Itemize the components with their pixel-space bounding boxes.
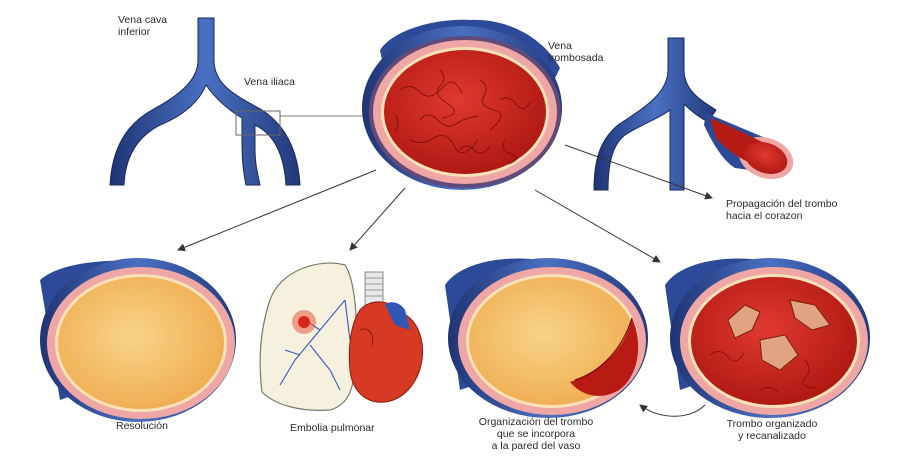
label-line: Vena cava bbox=[118, 14, 168, 26]
label-line: Resolución bbox=[116, 420, 168, 432]
label-organizado: Trombo organizado y recanalizado bbox=[712, 418, 832, 442]
arrow-to-organization bbox=[639, 404, 706, 417]
thrombosed-vein-center bbox=[362, 19, 562, 190]
arrow-to-resolution bbox=[177, 169, 377, 252]
trachea bbox=[364, 271, 384, 307]
flow-arrows bbox=[177, 144, 713, 417]
lung-heart-illustration bbox=[259, 262, 424, 411]
label-line: a la pared del vaso bbox=[491, 440, 581, 452]
label-vena-cava: Vena cava inferior bbox=[118, 14, 167, 38]
label-organizacion: Organización del trombo que se incorpora… bbox=[466, 416, 606, 452]
organizing-vein bbox=[445, 258, 648, 418]
label-line: que se incorpora bbox=[496, 428, 576, 440]
label-vena-iliaca: Vena iliaca bbox=[244, 76, 295, 88]
arrow-to-propagation bbox=[564, 144, 713, 200]
label-line: Organización del trombo bbox=[478, 416, 594, 428]
label-line: Embolia pulmonar bbox=[290, 422, 375, 434]
label-line: Propagación del trombo bbox=[726, 198, 838, 210]
recanalized-vein bbox=[665, 258, 870, 418]
label-line: Vena iliaca bbox=[244, 76, 295, 88]
arrow-to-recanalized bbox=[534, 189, 661, 263]
resolution-vein bbox=[40, 258, 236, 422]
vein-tree-right bbox=[593, 37, 794, 191]
label-line: y recanalizado bbox=[738, 430, 806, 442]
label-embolia: Embolia pulmonar bbox=[290, 422, 375, 434]
label-line: Trombo organizado bbox=[726, 418, 818, 430]
arrow-to-embolism bbox=[349, 187, 406, 251]
vein-tree-left bbox=[109, 17, 372, 186]
label-resolucion: Resolución bbox=[116, 420, 168, 432]
label-line: hacia el corazon bbox=[726, 210, 803, 222]
label-line: trombosada bbox=[548, 52, 604, 64]
label-propagacion: Propagación del trombo hacia el corazon bbox=[726, 198, 838, 222]
label-line: inferior bbox=[118, 26, 151, 38]
label-line: Vena bbox=[548, 40, 572, 52]
label-vena-trombosada: Vena trombosada bbox=[548, 40, 603, 64]
